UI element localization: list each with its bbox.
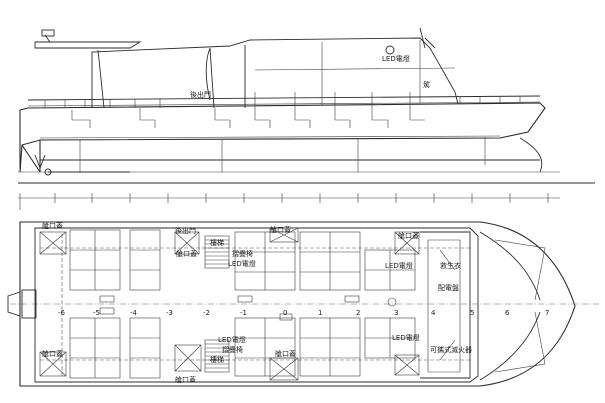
frame-number: 6 (505, 309, 510, 317)
antenna (41, 29, 55, 37)
door-arc (205, 47, 211, 101)
label-led: LED電燈 (392, 333, 420, 342)
bow-below (519, 137, 543, 173)
profile-seats (71, 92, 425, 128)
wheelhouse-detail (439, 249, 456, 361)
deck-line (27, 101, 541, 107)
plan-view: -6 -5 -4 -3 -2 -1 0 1 2 3 4 5 6 7 艙口蓋 艙口… (7, 221, 600, 387)
frame-number: 0 (283, 309, 287, 317)
label-led: LED電燈 (218, 335, 246, 344)
deck-house (34, 227, 479, 383)
label-right-a: 救生衣 (440, 261, 461, 270)
frame-number: 5 (470, 309, 474, 317)
label-rear-door: 後出門 (175, 226, 196, 235)
label-folding-seat: 摺疊椅 (232, 249, 253, 258)
center-fitting (344, 295, 360, 303)
label-led: LED電燈 (385, 261, 413, 270)
label-hatch: 艙口蓋 (398, 231, 419, 240)
bow-deck-upper (494, 239, 546, 301)
profile-rear-door-label: 後出門 (190, 90, 211, 99)
frame-numbers: -6 -5 -4 -3 -2 -1 0 1 2 3 4 5 6 7 (58, 309, 549, 317)
label-right-b: 配電盤 (438, 283, 459, 292)
frame-ticks (18, 193, 560, 210)
label-hatch: 艙口蓋 (42, 349, 63, 358)
hull-outline (19, 102, 546, 173)
stern-line (21, 144, 41, 173)
label-hatch: 艙口蓋 (270, 225, 291, 234)
frame-number: -6 (58, 309, 66, 317)
wheelhouse (420, 231, 471, 379)
stairs (204, 235, 230, 373)
rail-posts (44, 96, 521, 108)
center-fitting (99, 307, 115, 315)
stern-box (21, 289, 37, 319)
stern-fitting (7, 291, 21, 317)
deck-rail (27, 95, 541, 101)
center-fitting (237, 295, 253, 303)
cabin-outline (91, 37, 459, 108)
label-fire-ext: 可攜式滅火器 (430, 345, 472, 354)
frame-number: -3 (166, 309, 173, 317)
center-fitting (279, 313, 293, 321)
center-fitting (99, 295, 115, 303)
frame-number: -1 (240, 309, 247, 317)
frame-number: 3 (394, 309, 398, 317)
seat-rows-lower (69, 317, 416, 379)
hatches (39, 227, 420, 381)
label-stairs: 樓梯 (210, 355, 224, 364)
rudder (34, 154, 46, 170)
bow-mast (419, 27, 426, 49)
plan-hull-outline (19, 221, 576, 387)
frame-number: -4 (130, 309, 138, 317)
bow-mast-2 (424, 37, 436, 49)
plan-labels: 艙口蓋 艙口蓋 艙口蓋 後出門 樓梯 摺疊椅 LED電燈 LED電燈 艙口蓋 L… (42, 221, 472, 384)
label-led: LED電燈 (228, 259, 256, 268)
upper-roof (34, 41, 142, 49)
label-hatch: 艙口蓋 (42, 221, 63, 230)
window-line (254, 67, 456, 71)
frame-number: 2 (356, 309, 360, 317)
label-hatch: 艙口蓋 (175, 375, 196, 384)
wheelhouse-inner (427, 239, 461, 373)
label-stairs: 樓梯 (210, 238, 224, 247)
frame-number: 4 (431, 309, 436, 317)
cabin-pillar (209, 47, 215, 109)
ladder (97, 49, 105, 109)
label-hatch: 艙口蓋 (275, 349, 296, 358)
label-folding-seat: 摺疊椅 (222, 345, 243, 354)
frame-number: 1 (318, 309, 322, 317)
profile-led-label: LED電燈 (382, 54, 410, 63)
frame-number: -2 (203, 309, 210, 317)
frame-number: 7 (545, 309, 549, 317)
bow-deck-lower (494, 311, 546, 373)
profile-view: LED電燈 後出門 駕 (18, 27, 595, 184)
frame-number: -5 (93, 309, 100, 317)
label-hatch: 艙口蓋 (176, 249, 197, 258)
seat-rows-upper (69, 229, 416, 291)
sheer-line (39, 135, 501, 139)
profile-right-mark: 駕 (423, 80, 430, 89)
led-light-marker (385, 45, 395, 55)
center-fitting (387, 297, 397, 307)
